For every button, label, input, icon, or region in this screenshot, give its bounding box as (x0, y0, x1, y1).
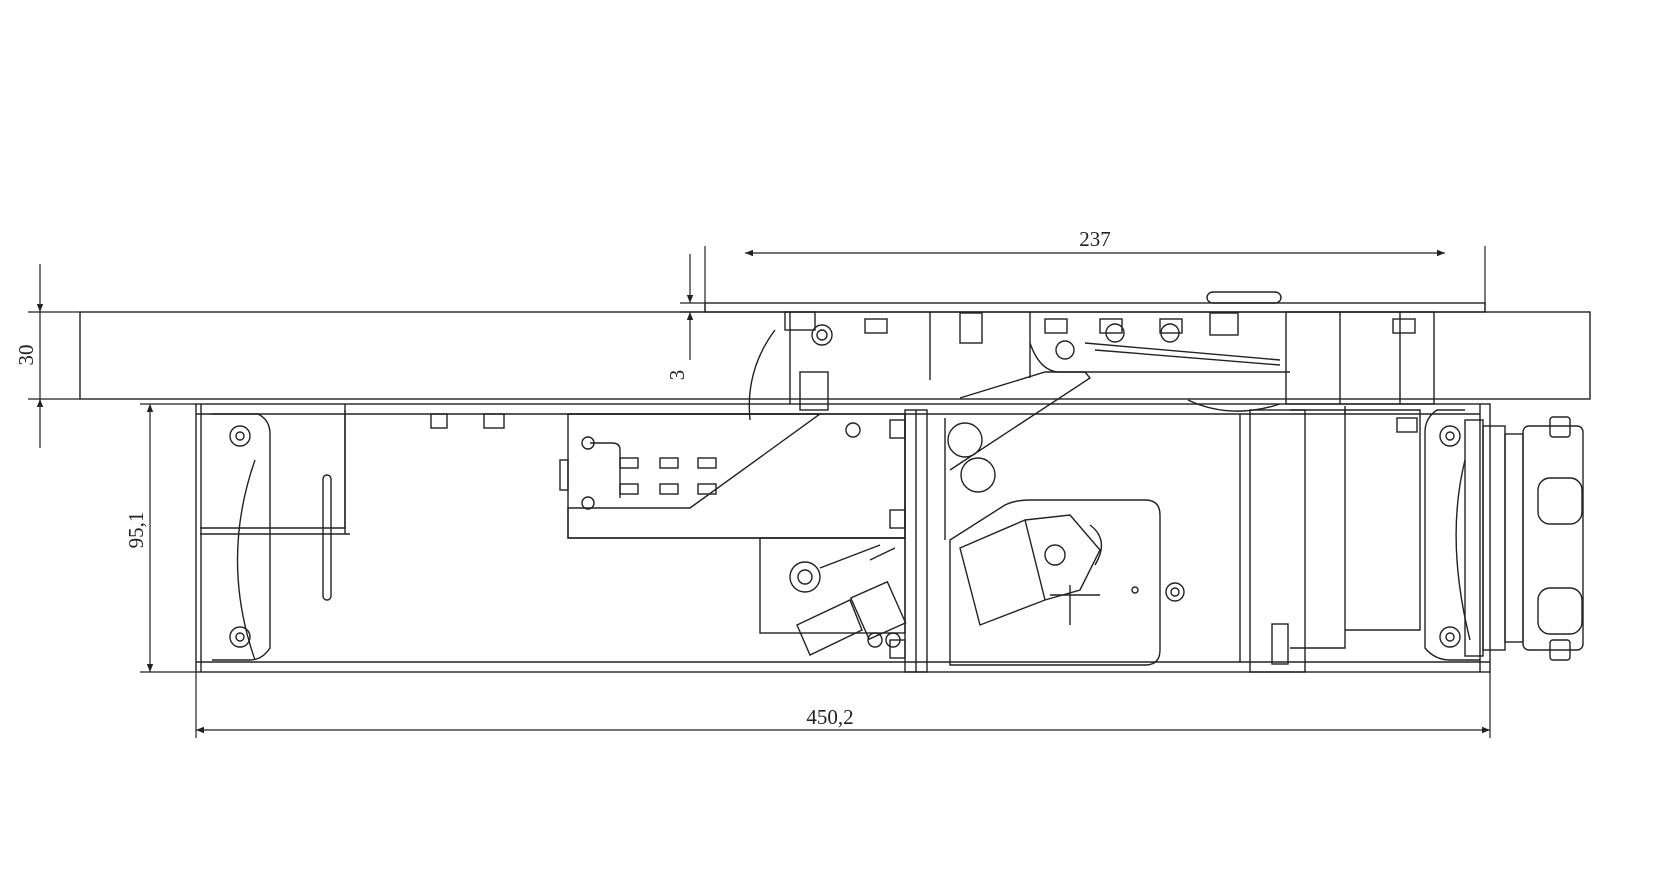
dim-label-237: 237 (1079, 227, 1111, 251)
dim-line-95 (140, 403, 196, 673)
dim-label-450: 450,2 (806, 705, 853, 729)
dim-line-3 (680, 254, 705, 360)
upper-frame (704, 291, 1486, 471)
dim-line-450 (195, 672, 1491, 738)
lower-plate (759, 537, 906, 634)
inner-panel (559, 413, 906, 539)
divider-wall (889, 409, 996, 673)
top-cover-plate (79, 311, 1591, 400)
dim-label-95: 95,1 (124, 512, 148, 549)
dim-label-30: 30 (14, 345, 38, 366)
end-cap (1464, 416, 1584, 661)
dim-line-237 (704, 246, 1486, 312)
right-connector-plate (949, 499, 1185, 666)
dim-line-30 (28, 264, 80, 448)
left-connector (796, 547, 907, 656)
dim-label-3: 3 (665, 370, 689, 381)
right-end-bracket (1239, 406, 1480, 673)
left-end-bracket (200, 404, 505, 661)
